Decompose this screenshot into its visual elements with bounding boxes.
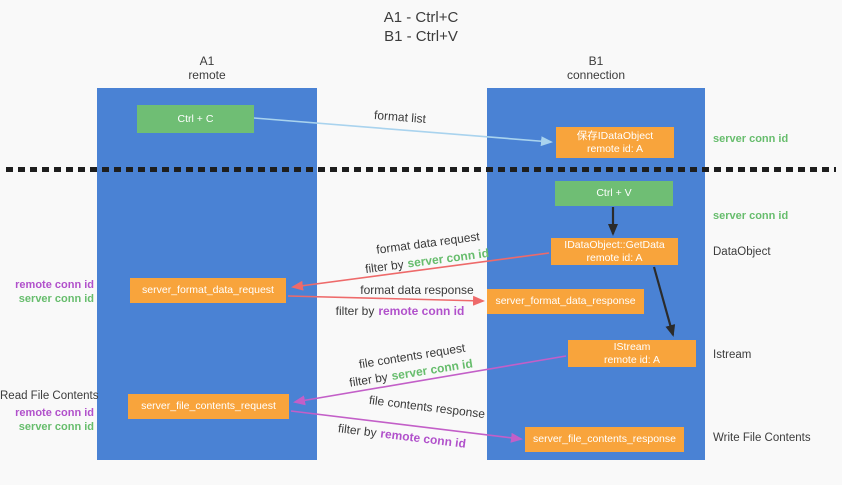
ctrl-v-label: Ctrl + V: [596, 187, 632, 199]
right-istream-label: Istream: [713, 349, 752, 361]
file-contents-response-label: file contents response: [368, 392, 486, 422]
format-data-response-label: format data response: [360, 283, 474, 297]
ctrl-v-node: Ctrl + V: [555, 181, 673, 206]
left-server-conn-id-2: server conn id: [18, 421, 94, 433]
getdata-line1: IDataObject::GetData: [564, 238, 665, 251]
server-format-data-request-node: server_format_data_request: [130, 278, 286, 303]
save-dataobject-line2: remote id: A: [586, 142, 644, 155]
server-format-data-response-node: server_format_data_response: [487, 289, 644, 314]
diagram-title: A1 - Ctrl+C B1 - Ctrl+V: [0, 8, 842, 46]
lane-b1-name: B1: [588, 54, 604, 68]
getdata-node: IDataObject::GetData remote id: A: [551, 238, 678, 265]
server-file-contents-request-label: server_file_contents_request: [141, 400, 276, 412]
file-request-filter-prefix: filter by: [348, 369, 389, 390]
istream-line2: remote id: A: [603, 353, 661, 366]
file-response-filter-key: remote conn id: [379, 426, 467, 451]
format-response-filter-key: remote conn id: [378, 304, 465, 318]
format-list-label: format list: [373, 107, 427, 127]
server-file-contents-response-node: server_file_contents_response: [525, 427, 684, 452]
save-dataobject-line1: 保存IDataObject: [576, 129, 654, 142]
istream-line1: IStream: [613, 340, 651, 353]
left-server-conn-id-1: server conn id: [18, 293, 94, 305]
format-request-filter-prefix: filter by: [364, 257, 405, 277]
lane-b1-role: connection: [566, 68, 626, 82]
lane-header-a1: A1 remote: [97, 54, 317, 82]
right-write-file-contents-label: Write File Contents: [713, 432, 811, 444]
lane-a1-role: remote: [188, 68, 226, 82]
server-file-contents-response-label: server_file_contents_response: [532, 433, 676, 445]
right-server-conn-id-2: server conn id: [713, 210, 789, 222]
left-read-file-contents-label: Read File Contents: [0, 390, 99, 402]
file-response-filter-prefix: filter by: [337, 421, 378, 440]
right-dataobject-label: DataObject: [713, 246, 771, 258]
save-dataobject-node: 保存IDataObject remote id: A: [556, 127, 674, 158]
getdata-line2: remote id: A: [586, 251, 643, 264]
server-file-contents-request-node: server_file_contents_request: [128, 394, 289, 419]
lane-a1-name: A1: [199, 54, 215, 68]
server-format-data-request-label: server_format_data_request: [142, 284, 274, 296]
right-server-conn-id-1: server conn id: [713, 133, 789, 145]
title-line-2: B1 - Ctrl+V: [384, 28, 458, 45]
server-format-data-response-label: server_format_data_response: [495, 295, 636, 307]
istream-node: IStream remote id: A: [568, 340, 696, 367]
network-boundary-dotted-line: [6, 167, 836, 172]
lane-header-b1: B1 connection: [487, 54, 705, 82]
ctrl-c-node: Ctrl + C: [137, 105, 254, 133]
left-remote-conn-id-1: remote conn id: [15, 279, 94, 291]
left-remote-conn-id-2: remote conn id: [15, 407, 94, 419]
title-line-1: A1 - Ctrl+C: [383, 9, 459, 26]
ctrl-c-label: Ctrl + C: [177, 112, 214, 125]
format-response-filter-prefix: filter by: [335, 304, 375, 318]
